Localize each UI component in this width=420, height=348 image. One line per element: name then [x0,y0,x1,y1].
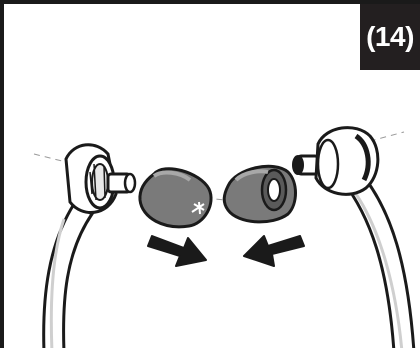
earphone-illustration [33,126,416,348]
right-earphone-cable [339,170,416,348]
right-ear-tip [222,164,297,224]
right-earphone-body [292,126,380,196]
tip-grip-mark [191,201,205,215]
left-earphone-cable [42,201,95,348]
right-cable-shading [354,193,404,348]
guide-line-right [358,131,405,145]
left-earphone-body [64,143,137,214]
arrow-right-icon [147,235,207,267]
left-cable-shading [49,218,66,348]
left-ear-tip [138,167,213,229]
arrow-left-icon [243,235,305,267]
step-number-badge: (14) [360,4,420,70]
